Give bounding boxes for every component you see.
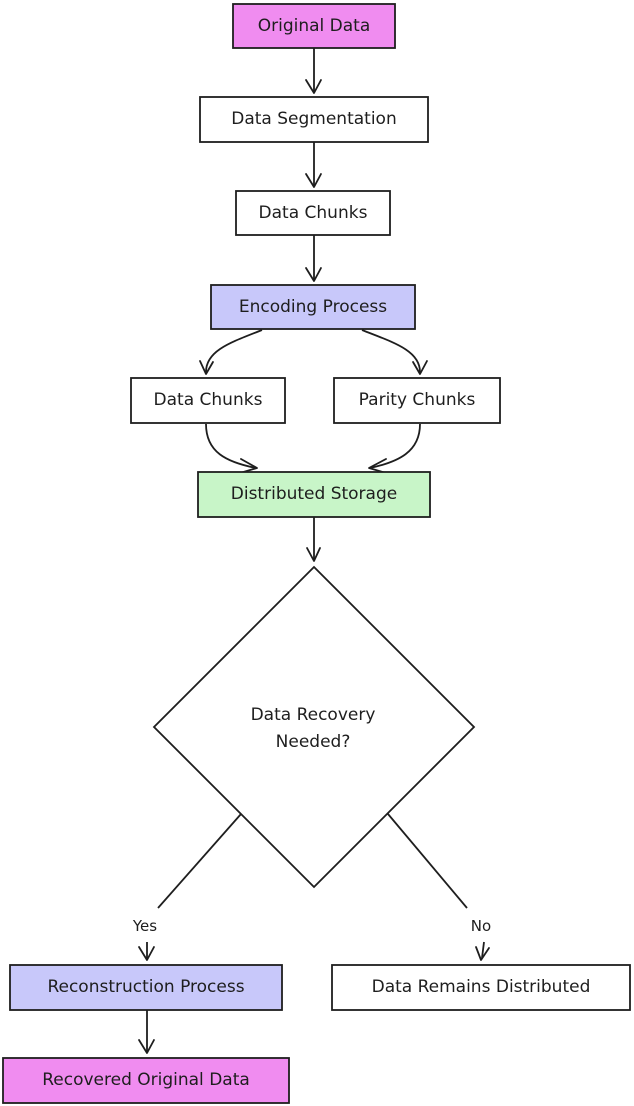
node-data-chunks-left-box: [130, 377, 286, 424]
edge-data-chunks-to-storage: [205, 423, 257, 469]
node-distributed-storage-box: [197, 471, 431, 518]
node-original-data-label: Original Data: [258, 16, 371, 36]
node-data-chunks-left: Data Chunks: [130, 377, 286, 424]
arrowhead: [199, 360, 214, 375]
arrowhead: [138, 946, 155, 961]
node-encoding-process-label: Encoding Process: [239, 297, 387, 317]
node-recovered-original-data: Recovered Original Data: [2, 1057, 290, 1104]
node-data-segmentation-box: [199, 96, 429, 143]
node-data-chunks-left-label: Data Chunks: [154, 390, 263, 410]
node-decision: Data Recovery Needed?: [152, 565, 476, 889]
edge-label-yes: Yes: [132, 917, 157, 935]
no-label: No: [471, 917, 491, 935]
arrowhead: [306, 547, 321, 562]
edge-decision-no-lower: [481, 941, 485, 959]
node-data-chunks-top: Data Chunks: [235, 190, 391, 236]
edge-label-no: No: [471, 917, 491, 935]
edge-encoding-to-parity-chunks: [361, 329, 421, 373]
node-decision-diamond: [152, 565, 476, 889]
node-encoding-process: Encoding Process: [210, 284, 416, 330]
node-reconstruction-process-label: Reconstruction Process: [47, 977, 244, 997]
yes-label: Yes: [132, 917, 157, 935]
node-data-segmentation-label: Data Segmentation: [231, 109, 396, 129]
node-recovered-original-data-label: Recovered Original Data: [42, 1070, 250, 1090]
edge-encoding-to-data-chunks: [205, 329, 263, 373]
node-parity-chunks-box: [333, 377, 501, 424]
node-encoding-process-box: [210, 284, 416, 330]
node-parity-chunks: Parity Chunks: [333, 377, 501, 424]
arrowhead: [305, 267, 322, 282]
node-reconstruction-process: Reconstruction Process: [9, 964, 283, 1011]
node-data-segmentation: Data Segmentation: [199, 96, 429, 143]
node-decision-label-line2: Needed?: [276, 732, 351, 752]
arrowhead: [305, 79, 322, 94]
edge-decision-no-upper: [387, 813, 468, 909]
arrowhead: [412, 360, 428, 375]
arrowhead: [138, 1039, 155, 1054]
node-original-data: Original Data: [232, 3, 396, 49]
arrowhead: [305, 173, 322, 188]
node-data-chunks-top-label: Data Chunks: [259, 203, 368, 223]
node-data-remains-distributed-label: Data Remains Distributed: [372, 977, 591, 997]
edge-parity-chunks-to-storage: [369, 423, 421, 469]
node-data-remains-distributed: Data Remains Distributed: [331, 964, 631, 1011]
node-parity-chunks-label: Parity Chunks: [359, 390, 476, 410]
node-data-chunks-top-box: [235, 190, 391, 236]
arrowhead: [475, 946, 490, 961]
node-data-remains-distributed-box: [331, 964, 631, 1011]
node-decision-label-line1: Data Recovery: [251, 705, 376, 725]
node-original-data-box: [232, 3, 396, 49]
node-distributed-storage: Distributed Storage: [197, 471, 431, 518]
node-distributed-storage-label: Distributed Storage: [231, 484, 397, 504]
node-reconstruction-process-box: [9, 964, 283, 1011]
edge-decision-yes-upper: [157, 813, 242, 909]
node-recovered-original-data-box: [2, 1057, 290, 1104]
